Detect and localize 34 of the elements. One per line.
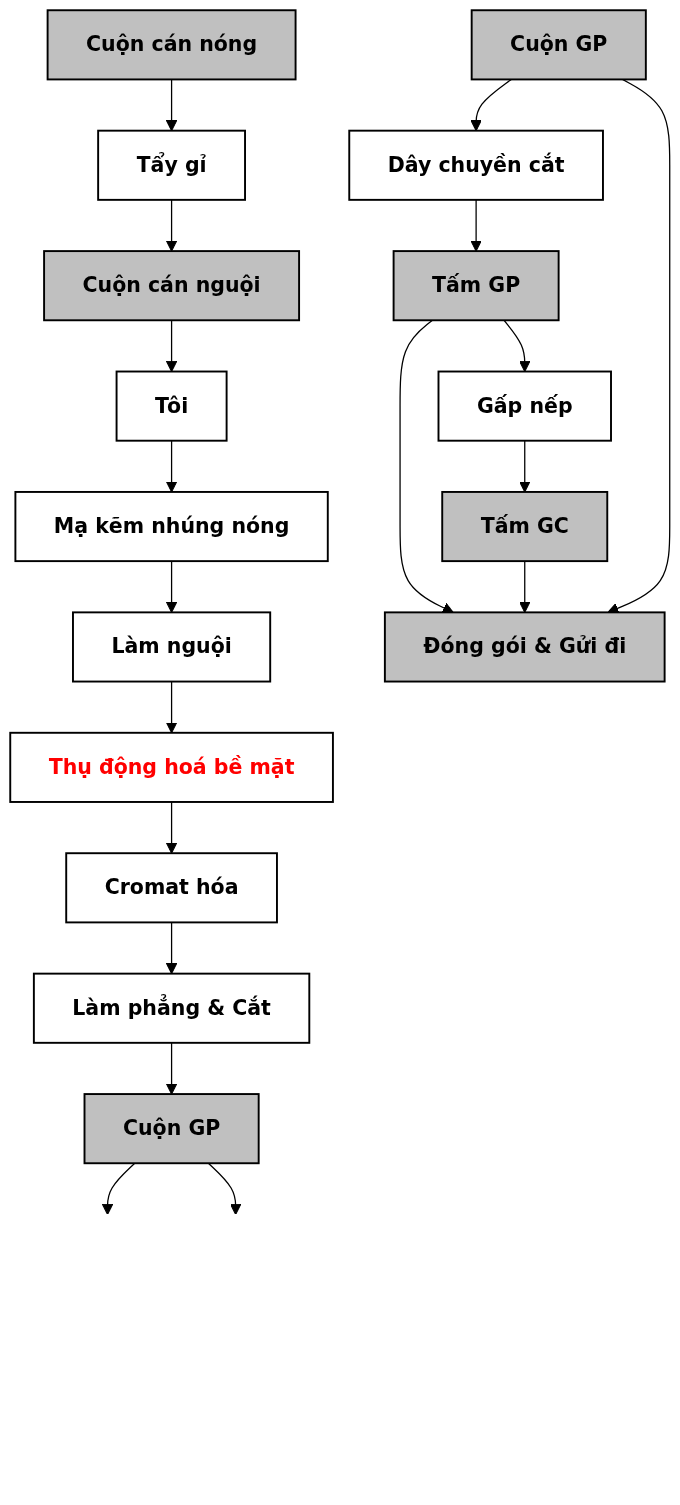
node-box: Tấm GP	[392, 250, 560, 322]
node-box: Dây chuyền cắt	[348, 129, 604, 201]
node-box: Làm nguội	[72, 611, 272, 683]
arrow	[207, 1162, 242, 1215]
arrow	[165, 440, 178, 493]
arrow	[470, 199, 482, 252]
arrow	[503, 319, 531, 373]
node-box: Gấp nếp	[437, 370, 612, 442]
arrow	[399, 319, 454, 614]
node-box: Cromat hóa	[65, 852, 278, 924]
arrow	[165, 680, 178, 734]
node-box: Tấm GC	[441, 491, 609, 563]
arrow	[165, 1042, 178, 1095]
node-box: Cuộn GP	[83, 1093, 260, 1165]
arrow	[470, 78, 512, 132]
arrow	[519, 440, 531, 493]
node-box: Tôi	[115, 370, 228, 442]
node-box: Tẩy gỉ	[97, 129, 246, 201]
node-box: Cuộn GP	[470, 9, 647, 81]
arrow	[165, 199, 178, 252]
arrow	[165, 921, 178, 975]
node-box: Làm phẳng & Cắt	[32, 972, 311, 1044]
arrow	[607, 78, 671, 614]
arrow	[165, 78, 178, 132]
node-box: Thụ động hoá bề mặt	[9, 731, 334, 803]
arrow	[519, 560, 531, 613]
node-box: Đóng gói & Gửi đi	[383, 611, 666, 683]
arrow	[165, 560, 178, 613]
node-box: Cuộn cán nóng	[46, 9, 297, 81]
arrow	[101, 1162, 136, 1215]
node-box: Mạ kẽm nhúng nóng	[14, 491, 329, 563]
arrow	[165, 319, 178, 373]
node-box: Cuộn cán nguội	[43, 250, 301, 322]
arrow	[165, 801, 178, 854]
